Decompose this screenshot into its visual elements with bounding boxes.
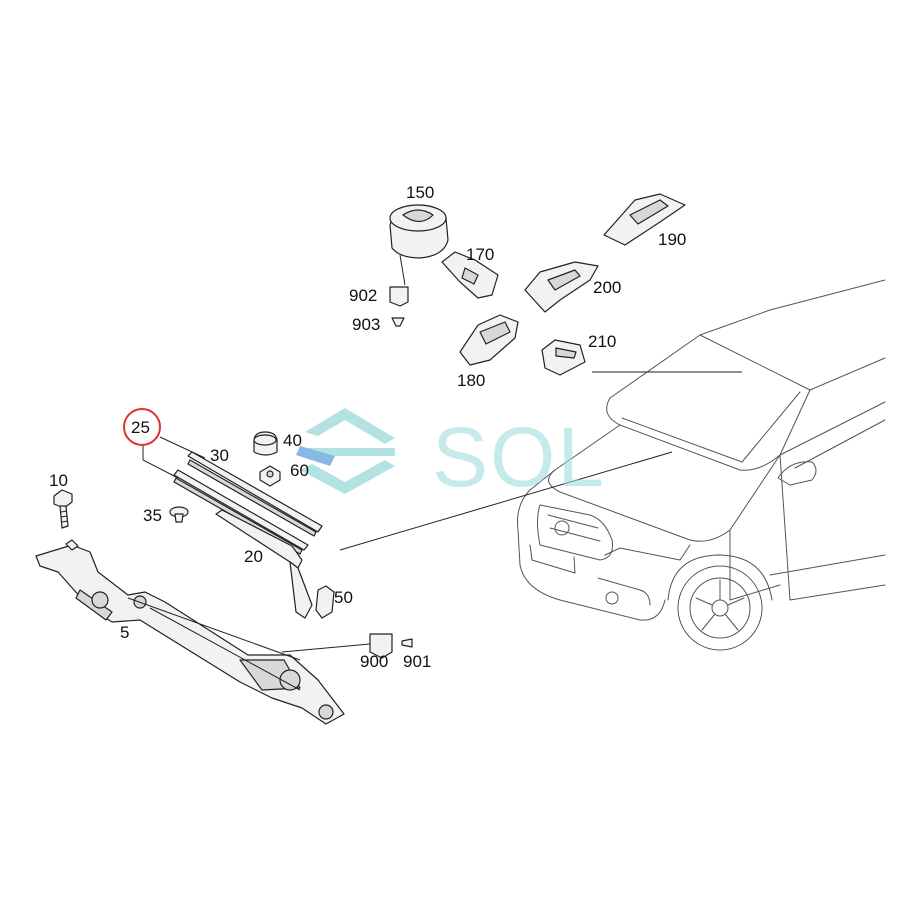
watermark-accent-icon — [296, 446, 335, 466]
part-200-icon — [524, 261, 599, 313]
callout-200: 200 — [593, 278, 621, 297]
part-180-icon — [459, 314, 519, 366]
watermark-logo-icon — [305, 408, 395, 444]
callout-5: 5 — [120, 623, 129, 642]
callout-900: 900 — [360, 652, 388, 671]
watermark: SOL — [296, 408, 606, 504]
watermark-logo-icon — [300, 460, 395, 494]
part-170-icon — [441, 251, 499, 299]
callout-190: 190 — [658, 230, 686, 249]
callout-180: 180 — [457, 371, 485, 390]
leader-line — [142, 445, 179, 479]
cover-icon — [315, 585, 335, 619]
bolt-icon — [53, 489, 73, 529]
connector-icon — [369, 633, 413, 659]
leader-line — [281, 643, 371, 653]
callout-903: 903 — [352, 315, 380, 334]
connector-icon — [389, 286, 409, 327]
watermark-text: SOL — [432, 410, 606, 504]
highlight-circle — [123, 408, 161, 446]
callout-35: 35 — [143, 506, 162, 525]
callout-902: 902 — [349, 286, 377, 305]
callout-901: 901 — [403, 652, 431, 671]
part-210-icon — [541, 339, 586, 376]
leader-line — [339, 451, 673, 551]
callout-170: 170 — [466, 245, 494, 264]
car-outline-icon — [517, 279, 886, 651]
wiper-linkage-icon — [35, 539, 345, 725]
leader-line — [159, 436, 206, 459]
cap-icon — [253, 431, 278, 456]
callout-10: 10 — [49, 471, 68, 490]
callout-20: 20 — [244, 547, 263, 566]
callout-150: 150 — [406, 183, 434, 202]
part-150-icon — [389, 204, 449, 286]
part-190-icon — [603, 193, 686, 246]
bolt-icon — [169, 506, 189, 523]
callout-60: 60 — [290, 461, 309, 480]
callout-50: 50 — [334, 588, 353, 607]
callout-40: 40 — [283, 431, 302, 450]
nut-icon — [259, 465, 281, 487]
callout-30: 30 — [210, 446, 229, 465]
wiper-arm-icon — [215, 509, 313, 619]
callout-25: 25 — [131, 418, 150, 437]
callout-210: 210 — [588, 332, 616, 351]
